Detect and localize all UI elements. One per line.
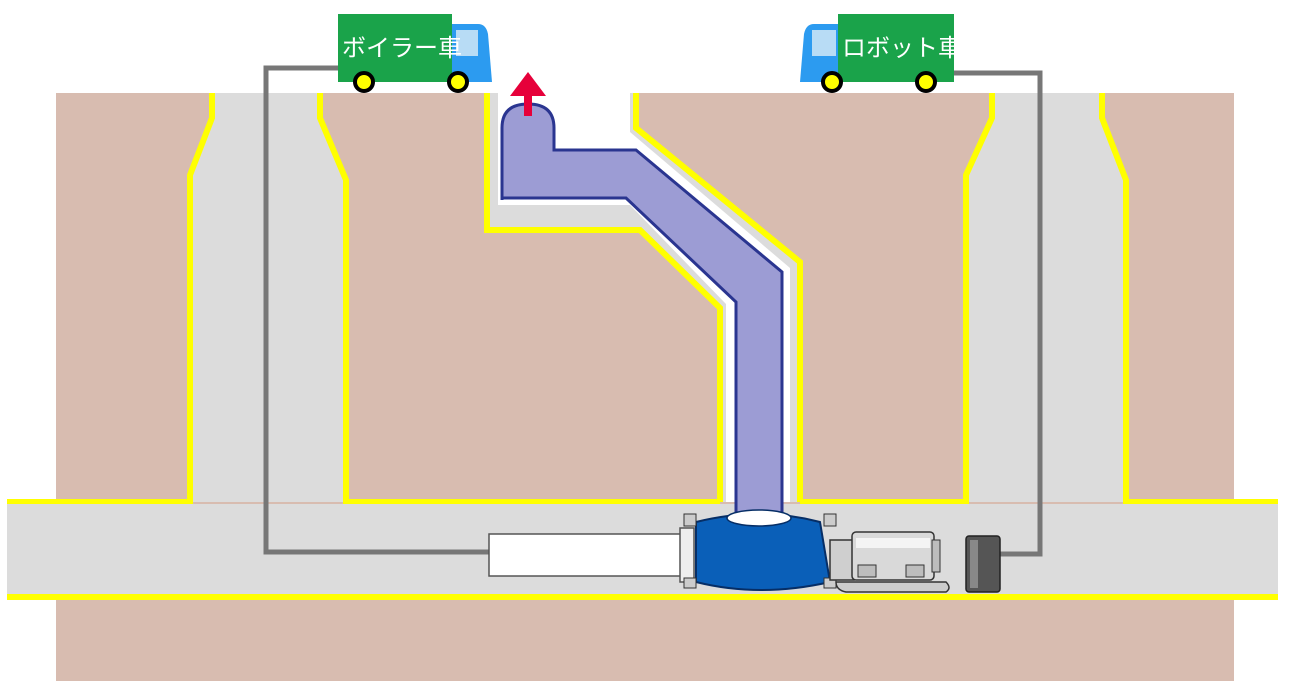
cable-left bbox=[263, 65, 490, 555]
manhole-right bbox=[966, 93, 1126, 502]
manhole-left-wall-left bbox=[7, 93, 215, 505]
robot-body-highlight bbox=[856, 538, 930, 548]
tube-coupler bbox=[679, 527, 695, 583]
lateral-wall-left bbox=[484, 93, 723, 502]
packer-clamp-left bbox=[683, 513, 697, 527]
boiler-truck-wheel-front bbox=[447, 71, 469, 93]
boiler-truck-cargo bbox=[338, 14, 452, 82]
arrow-head bbox=[510, 72, 546, 96]
packer-clamp-left-b bbox=[683, 577, 697, 589]
robot-leg-1 bbox=[857, 564, 877, 578]
robot-truck: ロボット車 bbox=[800, 14, 962, 93]
robot-truck-cargo bbox=[838, 14, 954, 82]
robot-truck-label: ロボット車 bbox=[842, 34, 962, 62]
packer-clamp-right bbox=[823, 513, 837, 527]
packer-opening bbox=[726, 509, 792, 527]
robot-leg-2 bbox=[905, 564, 925, 578]
lateral-wall-right bbox=[633, 93, 803, 502]
boiler-truck-window bbox=[456, 30, 478, 56]
robot-truck-wheel-front bbox=[821, 71, 843, 93]
boiler-truck-label: ボイラー車 bbox=[342, 34, 462, 62]
manhole-left-wall-right bbox=[317, 93, 720, 505]
robot-camera-highlight bbox=[970, 540, 978, 588]
robot-truck-wheel-rear bbox=[915, 71, 937, 93]
manhole-right-wall-left bbox=[800, 93, 995, 505]
inversion-tube bbox=[488, 533, 686, 577]
robot-cap bbox=[931, 539, 941, 573]
boiler-truck: ボイラー車 bbox=[338, 14, 492, 93]
cable-right bbox=[954, 70, 1043, 557]
boiler-truck-wheel-rear bbox=[353, 71, 375, 93]
robot-truck-window bbox=[812, 30, 836, 56]
robot-skid bbox=[835, 581, 950, 593]
manhole-right-wall-right bbox=[1099, 93, 1278, 505]
robot-joint bbox=[829, 539, 855, 581]
